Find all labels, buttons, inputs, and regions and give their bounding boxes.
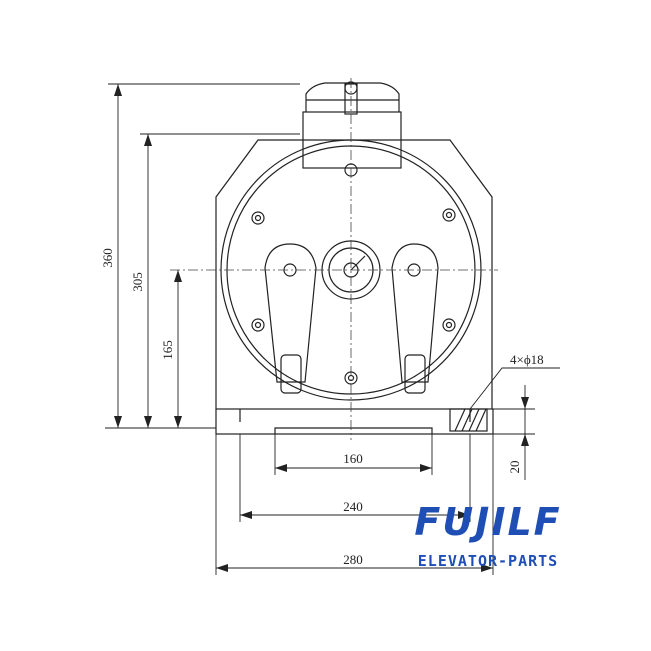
mounting-hole [449,408,488,432]
dim-hole-spec: 4×ϕ18 [510,352,544,367]
right-brake-arm [391,243,439,383]
dim-overall-width: 280 [343,552,363,567]
brand-logo: FUJILF [414,500,562,544]
dim-axis-height: 305 [130,272,145,292]
dim-hole-spacing: 240 [343,499,363,514]
dim-lower-height: 165 [160,340,175,360]
dim-base-thickness: 20 [507,461,522,474]
disc-bolts [251,163,456,385]
base-recess [274,427,433,434]
dim-overall-height: 360 [100,248,115,268]
base-plate [215,408,494,435]
top-block [302,111,402,169]
top-cap [305,82,400,112]
brand-tagline: ELEVATOR-PARTS [417,552,559,570]
dim-inner-width: 160 [343,451,363,466]
left-brake-arm [264,243,317,383]
brand-watermark: FUJILF ELEVATOR-PARTS [383,500,593,570]
